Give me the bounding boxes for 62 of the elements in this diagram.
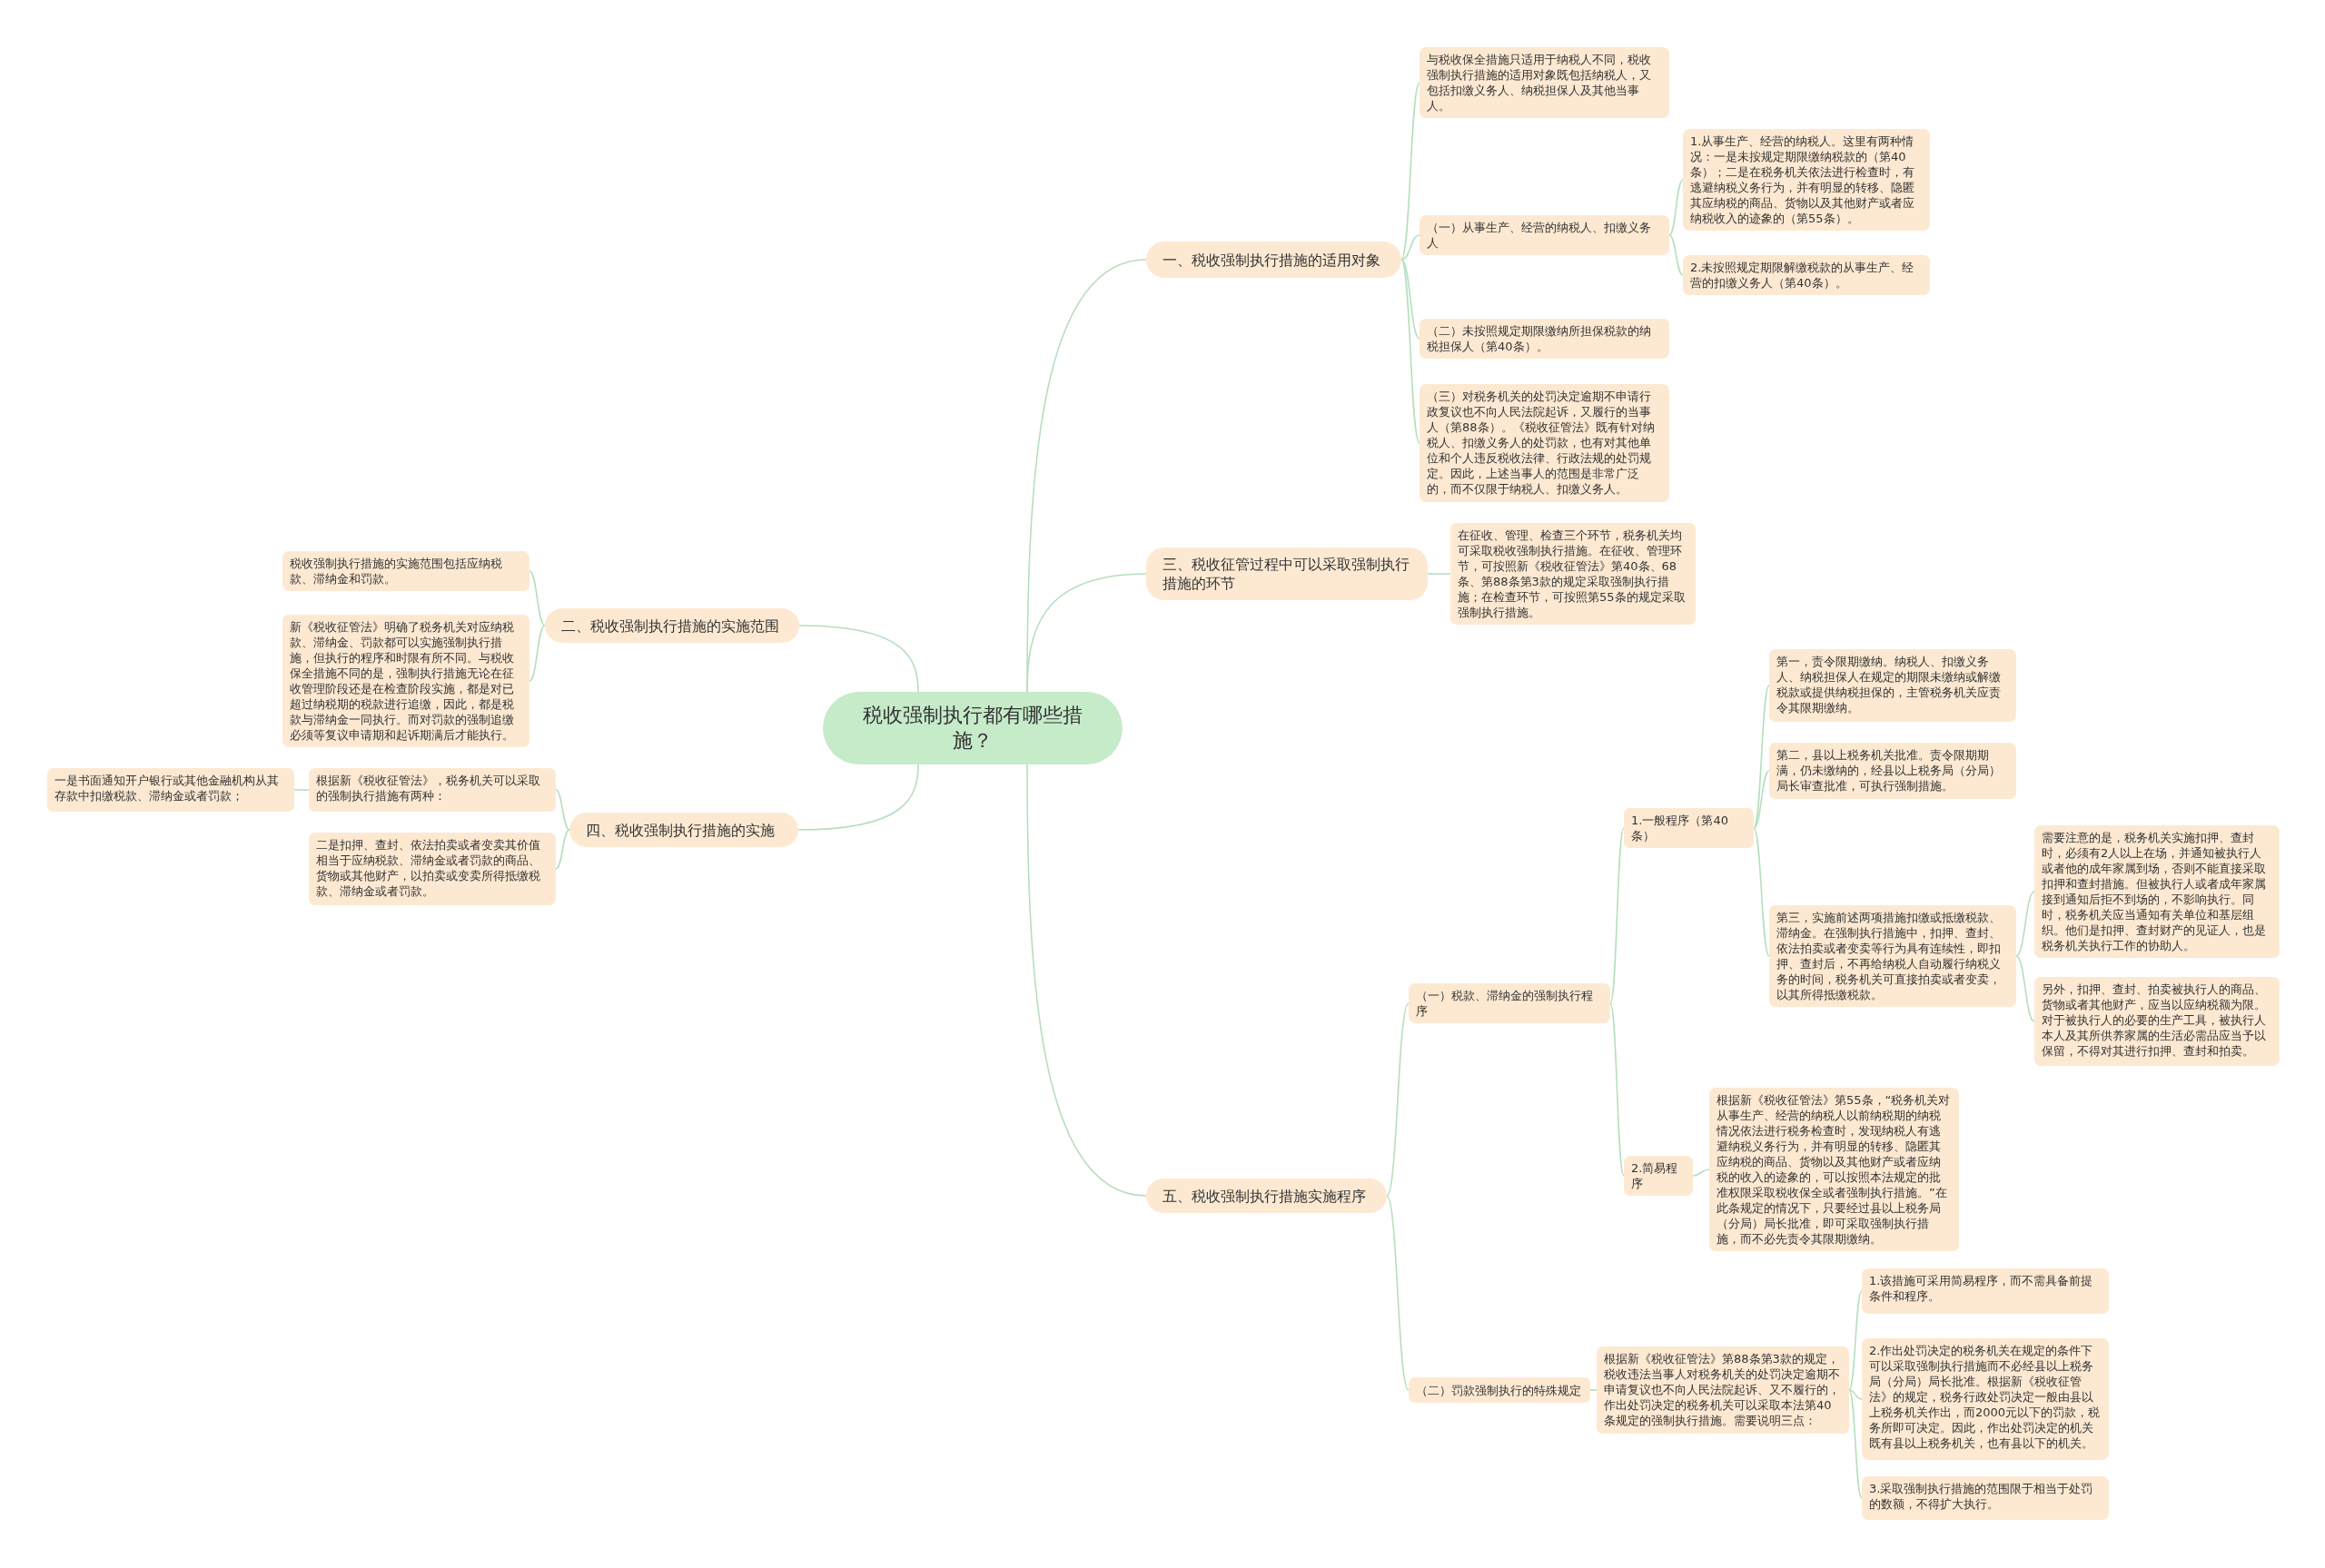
note-box: （三）对税务机关的处罚决定逾期不申请行政复议也不向人民法院起诉，又履行的当事人（第88条）。《税收征管法》既有针对纳税人、扣缴义务人的处罚款，也有对其他单位和个人违反税收法律、行政法规的处罚规定。因此，上述当事人的范围是非常广泛的，而不仅限于纳税人、扣缴义务人。	[1420, 384, 1669, 502]
connector-line	[1753, 770, 1770, 829]
connector-line	[1848, 1389, 1863, 1400]
note-box: 2.未按照规定期限解缴税款的从事生产、经营的扣缴义务人（第40条）。	[1683, 255, 1930, 295]
note-box: （二）未按照规定期限缴纳所担保税款的纳税担保人（第40条）。	[1420, 319, 1669, 359]
note-box: 1.该措施可采用简易程序，而不需具备前提条件和程序。	[1862, 1268, 2109, 1314]
note-box: 与税收保全措施只适用于纳税人不同，税收强制执行措施的适用对象既包括纳税人，又包括扣缴义务人、纳税担保人及其他当事人。	[1420, 47, 1669, 118]
central-topic: 税收强制执行都有哪些措施？	[823, 692, 1123, 764]
connector-line	[1609, 827, 1625, 1004]
connector-line	[555, 789, 570, 831]
branch-topic: 一、税收强制执行措施的适用对象	[1146, 242, 1401, 278]
connector-line	[1400, 259, 1420, 340]
connector-line	[2015, 955, 2035, 1022]
connector-line	[1400, 259, 1420, 444]
note-box: 3.采取强制执行措施的范围限于相当于处罚的数额，不得扩大执行。	[1862, 1476, 2109, 1520]
connector-line	[529, 625, 546, 682]
connector-line	[2015, 891, 2035, 957]
connector-line	[1400, 82, 1420, 261]
connector-line	[1609, 1002, 1625, 1177]
connector-line	[1848, 1389, 1863, 1499]
note-box: 第三，实施前述两项措施扣缴或抵缴税款、滞纳金。在强制执行措施中，扣押、查封、依法拍卖或者变卖等行为具有连续性，即扣押、查封后，不再给纳税人自动履行纳税义务的时间，税务机关可直接拍卖或者变卖，以其所得抵缴税款。	[1769, 905, 2016, 1007]
note-box: 在征收、管理、检查三个环节，税务机关均可采取税收强制执行措施。在征收、管理环节，可按照新《税收征管法》第40条、68条、第88条第3款的规定采取强制执行措施；在检查环节，可按照第55条的规定采取强制执行措施。	[1450, 523, 1696, 625]
note-box: 二是扣押、查封、依法拍卖或者变卖其价值相当于应纳税款、滞纳金或者罚款的商品、货物或其他财产，以拍卖或变卖所得抵缴税款、滞纳金或者罚款。	[309, 833, 556, 905]
note-box: 根据新《税收征管法》第88条第3款的规定，税收违法当事人对税务机关的处罚决定逾期不申请复议也不向人民法院起诉、又不履行的，作出处罚决定的税务机关可以采取本法第40条规定的强制执行措施。需要说明三点：	[1597, 1346, 1849, 1434]
connector-line	[1427, 573, 1451, 575]
note-box: 另外，扣押、查封、拍卖被执行人的商品、货物或者其他财产，应当以应纳税额为限。对于被执行人的必要的生产工具，被执行人本人及其所供养家属的生活必需品应当予以保留，不得对其进行扣押、查封和拍卖。	[2034, 977, 2280, 1066]
connector-line	[1848, 1290, 1863, 1391]
connector-line	[798, 625, 919, 693]
note-box: 2.作出处罚决定的税务机关在规定的条件下可以采取强制执行措施而不必经县以上税务局（分局）局长批准。根据新《税收征管法》的规定，税务行政处罚决定一般由县以上税务机关作出，而2000元以下的罚款，税务所即可决定。因此，作出处罚决定的机关既有县以上税务机关，也有县以下的机关。	[1862, 1338, 2109, 1460]
connector-line	[1668, 179, 1684, 236]
connector-line	[1026, 573, 1147, 693]
note-box: 根据新《税收征管法》第55条，“税务机关对从事生产、经营的纳税人以前纳税期的纳税情况依法进行税务检查时，发现纳税人有逃避纳税义务行为，并有明显的转移、隐匿其应纳税的商品、货物以及其他财产或者应纳税的收入的迹象的，可以按照本法规定的批准权限采取税收保全或者强制执行措施。”在此条规定的情况下，只要经过县以上税务局（分局）局长批准，即可采取强制执行措施，而不必先责令其限期缴纳。	[1709, 1088, 1959, 1251]
branch-topic: 五、税收强制执行措施实施程序	[1146, 1178, 1387, 1213]
connector-line	[1386, 1002, 1410, 1197]
connector-line	[1386, 1195, 1410, 1391]
note-box: 第二，县以上税务机关批准。责令限期期满，仍未缴纳的，经县以上税务局（分局）局长审查批准，可执行强制措施。	[1769, 743, 2016, 799]
note-box: 一是书面通知开户银行或其他金融机构从其存款中扣缴税款、滞纳金或者罚款；	[47, 768, 294, 812]
connector-line	[1692, 1169, 1710, 1177]
branch-topic: 二、税收强制执行措施的实施范围	[545, 608, 799, 643]
note-box: 第一，责令限期缴纳。纳税人、扣缴义务人、纳税担保人在规定的期限未缴纳或解缴税款或提供纳税担保的，主管税务机关应责令其限期缴纳。	[1769, 649, 2016, 722]
note-box: 1.从事生产、经营的纳税人。这里有两种情况：一是未按规定期限缴纳税款的（第40条）；二是在税务机关依法进行检查时，有逃避纳税义务行为，并有明显的转移、隐匿其应纳税的商品、货物以及其他财产或者应纳税收入的迹象的（第55条）。	[1683, 129, 1930, 231]
connector-line	[1400, 234, 1420, 261]
note-box: 需要注意的是，税务机关实施扣押、查封时，必须有2人以上在场，并通知被执行人或者他的成年家属到场，否则不能直接采取扣押和查封措施。但被执行人或者成年家属接到通知后拒不到场的，不影响执行。同时，税务机关应当通知有关单位和基层组织。他们是扣押、查封财产的见证人，也是税务机关执行工作的协助人。	[2034, 825, 2280, 958]
connector-line	[555, 829, 570, 870]
subtopic-box: （一）税款、滞纳金的强制执行程序	[1409, 983, 1610, 1023]
subtopic-box: （二）罚款强制执行的特殊规定	[1409, 1377, 1590, 1403]
connector-line	[1589, 1389, 1598, 1391]
connector-line	[1753, 685, 1770, 829]
note-box: 税收强制执行措施的实施范围包括应纳税款、滞纳金和罚款。	[282, 551, 529, 591]
note-box: 新《税收征管法》明确了税务机关对应纳税款、滞纳金、罚款都可以实施强制执行措施，但执行的程序和时限有所不同。与税收保全措施不同的是，强制执行措施无论在征收管理阶段还是在检查阶段实施，都是对已超过纳税期的税款进行追缴，因此，都是税款与滞纳金一同执行。而对罚款的强制追缴必须等复议申请期和起诉期满后才能执行。	[282, 615, 529, 747]
subtopic-box: 1.一般程序（第40条）	[1624, 808, 1754, 848]
subtopic-box: 2.简易程序	[1624, 1156, 1693, 1196]
connector-line	[529, 570, 546, 626]
connector-line	[1753, 827, 1770, 957]
connector-line	[797, 764, 919, 831]
connector-line	[1026, 764, 1147, 1197]
branch-topic: 三、税收征管过程中可以采取强制执行措施的环节	[1146, 547, 1428, 600]
connector-line	[293, 789, 310, 791]
note-box: 根据新《税收征管法》，税务机关可以采取的强制执行措施有两种：	[309, 768, 556, 812]
connector-line	[1668, 234, 1684, 276]
subtopic-box: （一）从事生产、经营的纳税人、扣缴义务人	[1420, 215, 1669, 255]
branch-topic: 四、税收强制执行措施的实施	[569, 813, 798, 847]
